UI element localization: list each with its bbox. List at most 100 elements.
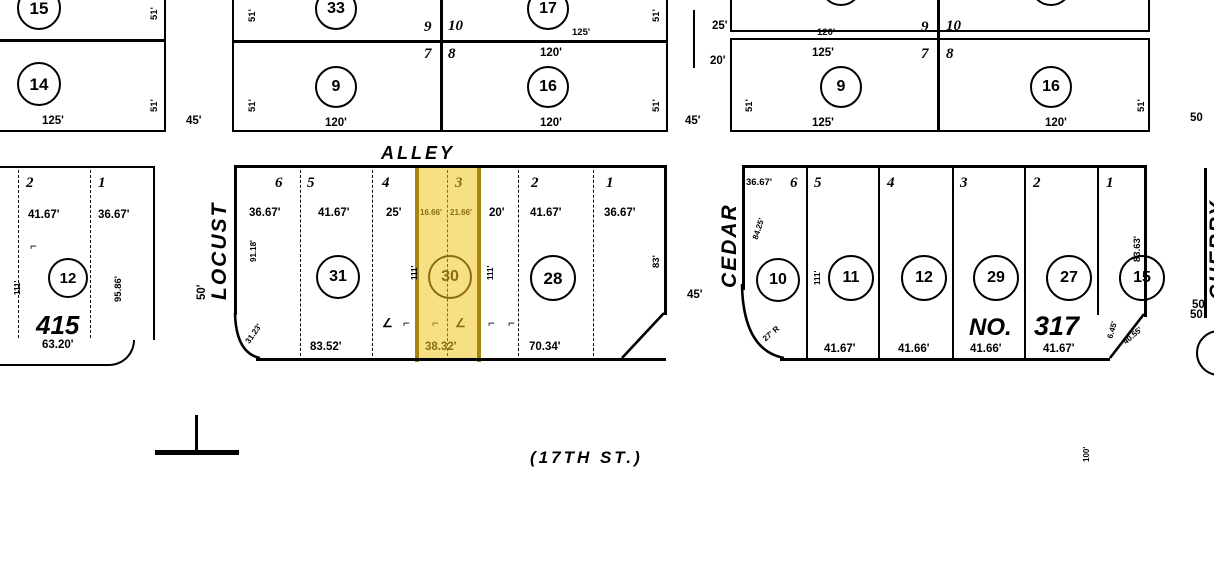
parcel-circle-9-middle: 9 — [315, 66, 357, 108]
dim-block415-bottom: 63.20' — [42, 339, 74, 351]
highlight-edge-right — [477, 165, 481, 362]
lot-number-3-center: 3 — [455, 175, 463, 191]
dim-center-lot6-width: 36.67' — [249, 207, 281, 219]
lot-divider-317-5 — [1097, 165, 1099, 315]
dim-right-edge-top: 50 — [1190, 112, 1203, 124]
upper-left-block-divider — [0, 39, 166, 42]
dim-center-hl-width-b: 21.66' — [450, 208, 472, 217]
dim-center-extra-width: 20' — [489, 207, 505, 219]
bottom-road-edge — [0, 500, 1214, 574]
dim-block415-lot1-width: 36.67' — [98, 209, 130, 221]
dim-middle-depth-topleft: 51' — [247, 9, 258, 22]
dim-center-lot2-width: 41.67' — [530, 207, 562, 219]
block-317-bottom-edge — [780, 358, 1110, 361]
lot-divider-317-2 — [878, 165, 880, 358]
dim-center-lot5-width: 41.67' — [318, 207, 350, 219]
upper-right-vertical-divider — [937, 0, 940, 132]
lot-number-4-center: 4 — [382, 175, 390, 191]
dim-center-right-depth: 83' — [651, 255, 662, 268]
street-label-locust: LOCUST — [208, 201, 231, 300]
lot-number-10-right: 10 — [946, 18, 961, 34]
dim-upper-left-depth-top: 51' — [149, 7, 160, 20]
lot-divider-317-3 — [952, 165, 954, 358]
dim-block317-left-depth: 84.25' — [750, 217, 767, 241]
street-width-cherry: 50 — [1192, 299, 1205, 311]
parcel-circle-12-block415: 12 — [48, 258, 88, 298]
parcel-circle-12-block317: 12 — [901, 255, 947, 301]
dim-upper-right-depth-left: 51' — [744, 99, 755, 112]
lot-number-9-right: 9 — [921, 19, 929, 35]
lot-divider-center-4 — [518, 170, 519, 356]
dim-center-bottom-highlight: 38.32' — [425, 341, 457, 353]
block-317-round-corner — [740, 283, 785, 360]
lot-number-1-block415: 1 — [98, 175, 106, 191]
street-width-cedar: 45' — [687, 289, 703, 301]
street-label-cherry: CHERRY — [1206, 199, 1214, 300]
dim-center-inner-depth-right: 111' — [486, 265, 495, 280]
dim-upper-right-width-mid: 125' — [812, 47, 834, 59]
highlight-edge-left — [415, 165, 419, 362]
dim-block317-inner-depth: 111' — [813, 270, 822, 285]
dim-middle-width-bottomright: 120' — [540, 117, 562, 129]
upper-middle-vertical-divider — [440, 0, 443, 132]
lot-number-7-right: 7 — [921, 46, 929, 62]
parcel-circle-31: 31 — [316, 255, 360, 299]
dim-block415-right-depth: 95.86' — [113, 275, 124, 302]
lot-number-3-block317: 3 — [960, 175, 968, 191]
lot-number-6-center: 6 — [275, 175, 283, 191]
arrow-mark-center-2: ⌐ — [403, 316, 410, 330]
block-center-round-corner — [233, 312, 261, 360]
dim-middle-depth-topright: 51' — [651, 9, 662, 22]
arrow-mark-center-1: ∠ — [382, 316, 393, 330]
block-317-chamfer — [1108, 313, 1146, 359]
dim-block317-bottom-2: 41.66' — [898, 343, 930, 355]
upper-right-block-bottom — [730, 38, 1150, 132]
lot-number-10-middle: 10 — [448, 18, 463, 34]
street-centerline-marker-vertical — [195, 415, 198, 453]
dim-block317-bottom-3: 41.66' — [970, 343, 1002, 355]
upper-right-side-dim-bracket — [693, 10, 695, 68]
dim-center-left-depth: 91.18' — [249, 240, 258, 262]
dim-upper-right-width-top: 120' — [817, 27, 836, 38]
arrow-mark-center-4: ∠ — [455, 316, 466, 330]
dim-center-lot1-width: 36.67' — [604, 207, 636, 219]
block-center-bottom-edge — [256, 358, 666, 361]
upper-middle-block — [232, 0, 668, 132]
dim-locust-street-gap: 45' — [186, 115, 202, 127]
parcel-circle-15-block317: 15 — [1119, 255, 1165, 301]
dim-block317-right-depth: 83.63' — [1132, 235, 1143, 262]
lot-number-8-middle: 8 — [448, 46, 456, 62]
street-label-cedar: CEDAR — [718, 203, 741, 288]
block-center-right-edge — [664, 165, 667, 315]
arrow-mark-center-5: ⌐ — [488, 316, 495, 330]
lot-number-6-block317: 6 — [790, 175, 798, 191]
dim-far-right-depth: 50 — [1190, 309, 1203, 321]
parcel-circle-30-highlighted: 30 — [428, 255, 472, 299]
dim-upper-right-width-bottomright: 120' — [1045, 117, 1067, 129]
dim-center-bottom-1: 83.52' — [310, 341, 342, 353]
parcel-circle-29: 29 — [973, 255, 1019, 301]
block-317-top-edge — [742, 165, 1146, 168]
dim-upper-right-20: 20' — [710, 55, 726, 67]
parcel-circle-28: 28 — [530, 255, 576, 301]
parcel-circle-27: 27 — [1046, 255, 1092, 301]
arrow-mark-center-6: ⌐ — [508, 316, 515, 330]
lot-number-7-middle: 7 — [424, 46, 432, 62]
dim-block415-lot2-width: 41.67' — [28, 209, 60, 221]
dim-block317-bottom-4: 41.67' — [1043, 343, 1075, 355]
right-marker-dim: 100' — [1082, 446, 1091, 462]
lot-number-1-block317: 1 — [1106, 175, 1114, 191]
dim-middle-depth-bottomright: 51' — [651, 99, 662, 112]
parcel-circle-9-right: 9 — [820, 66, 862, 108]
arrow-mark-block415: ⌐ — [30, 239, 37, 253]
parcel-circle-11: 11 — [828, 255, 874, 301]
dim-center-bottom-2: 70.34' — [529, 341, 561, 353]
dim-upper-left-width: 125' — [42, 115, 64, 127]
upper-right-block-top — [730, 0, 1150, 32]
block-center-left-edge — [234, 165, 237, 315]
parcel-circle-16-right: 16 — [1030, 66, 1072, 108]
lot-divider-center-5 — [593, 170, 594, 356]
dim-block415-left-depth: 111' — [13, 280, 22, 295]
dim-center-lot4-width: 25' — [386, 207, 402, 219]
lot-number-2-center: 2 — [531, 175, 539, 191]
